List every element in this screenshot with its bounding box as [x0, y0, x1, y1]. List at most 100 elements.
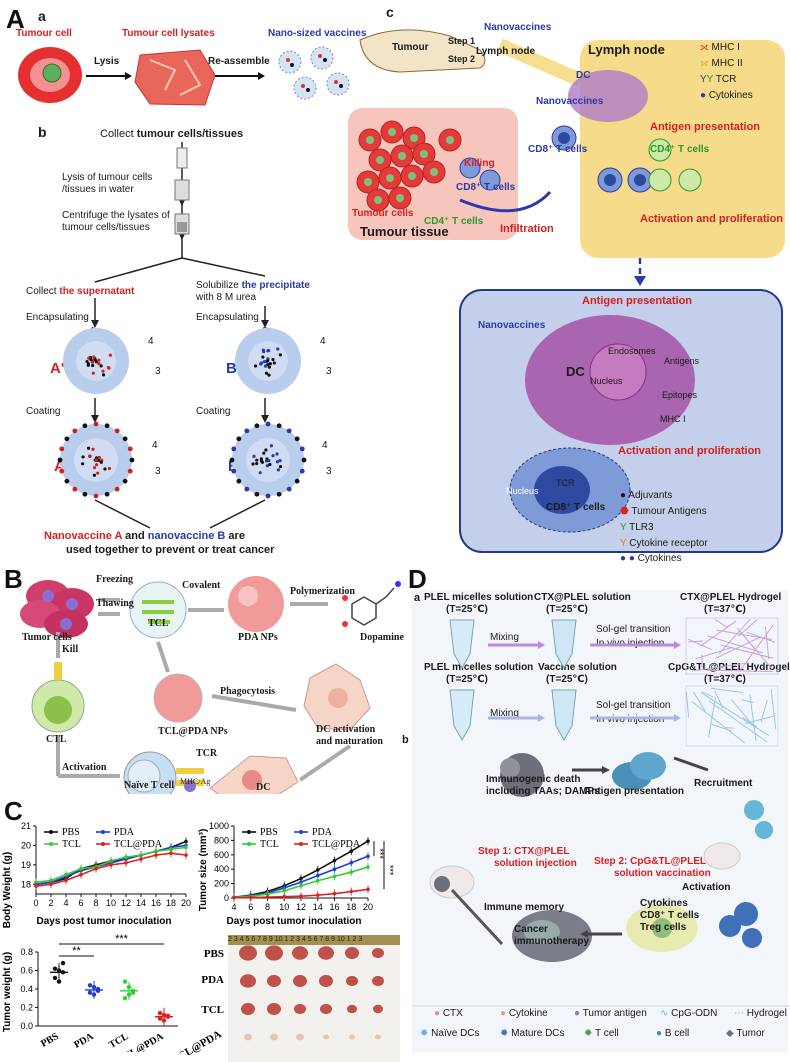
hydrogel-fiber: [771, 689, 776, 729]
inset-legend-cytokines: ● ● Cytokines: [620, 553, 682, 564]
bw-ylabel: Body Weight (g): [2, 852, 13, 928]
coating-dot: [123, 479, 128, 484]
coating-dot: [64, 479, 69, 484]
payload-dot: [255, 459, 258, 462]
legend-label-TCL: TCL: [260, 839, 279, 850]
infiltration-label: Infiltration: [500, 224, 554, 235]
activation-b-label: Activation: [62, 762, 106, 773]
payload-dot: [93, 474, 96, 477]
y-tick-label: 0.0: [20, 1021, 33, 1031]
dc-b-label: DC: [256, 782, 270, 793]
tumour-label: Tumour: [392, 42, 428, 53]
payload-dot: [262, 349, 265, 352]
d-legend-tumor: ◆ Tumor: [726, 1028, 765, 1039]
legend-marker: [299, 830, 303, 834]
x-tick-label: 4: [231, 902, 236, 912]
coating-dot: [128, 446, 133, 451]
payload-dot: [261, 356, 264, 359]
step2-label: Step 2: [448, 54, 475, 65]
payload-dot: [271, 358, 274, 361]
legend-label-TCL@PDA: TCL@PDA: [114, 839, 163, 850]
legend-label-PDA: PDA: [312, 827, 333, 838]
tcl-pda-label: TCL@PDA NPs: [158, 726, 228, 737]
immune-memory-label: Immune memory: [484, 902, 564, 913]
legend-marker: [49, 842, 53, 846]
cancer-l1: Cancer: [514, 924, 548, 935]
legend-marker: [247, 830, 251, 834]
x-tick-label: 6: [248, 902, 253, 912]
coating-dot: [59, 446, 64, 451]
d-legend-b-cell: ● B cell: [656, 1028, 689, 1039]
tumor-specimen: [372, 976, 384, 986]
tumor-specimen: [270, 1034, 278, 1041]
payload-dot: [96, 472, 99, 475]
tumour-cell-nucleus: [430, 168, 438, 176]
d-legend-ctx: ● CTX: [434, 1008, 463, 1019]
recruitment-label: Recruitment: [694, 778, 752, 789]
coating-dot: [115, 487, 120, 492]
coating-dot: [295, 479, 300, 484]
hydrogel-fiber: [711, 688, 743, 692]
immunogenic-l2: including TAAs; DAMPs: [486, 786, 600, 797]
payload-dot: [276, 347, 279, 350]
cd8-d: CD8⁺ T cells: [640, 910, 699, 921]
y-tick-label: 600: [214, 850, 229, 860]
payload-dot: [91, 448, 94, 451]
payload-dot: [275, 452, 278, 455]
payload-dot: [100, 364, 103, 367]
cd8-ln: CD8⁺ T cells: [528, 144, 587, 155]
mouse-step2: [704, 843, 740, 869]
payload-dot: [260, 457, 263, 460]
payload-dot: [92, 372, 95, 375]
inset-legend-receptor: Y Cytokine receptor: [620, 538, 708, 549]
payload-dot: [88, 454, 91, 457]
coating-dot: [287, 487, 292, 492]
x-tick-label: 0: [33, 898, 38, 908]
ctl-label: CTL: [46, 734, 67, 745]
activation-ln: Activation and proliferation: [640, 214, 783, 225]
pda-np: [228, 576, 284, 632]
d-step2-l1: Step 2: CpG&TL@PLEL: [594, 856, 706, 867]
tubes: [175, 148, 189, 234]
payload-dot: [101, 370, 104, 373]
y-tick-label: 800: [214, 835, 229, 845]
payload-dot: [270, 444, 273, 447]
sig-label-pbs-pda: **: [72, 945, 81, 957]
phagocytosis-label: Phagocytosis: [220, 686, 275, 697]
coating-dot: [244, 428, 249, 433]
payload-dot: [100, 461, 103, 464]
tumor-specimen: [296, 1034, 304, 1041]
category-label-PDA: PDA: [72, 1031, 96, 1051]
inset-endosomes: Endosomes: [608, 346, 656, 357]
hydrogel-fiber: [747, 632, 775, 642]
payload-dot: [87, 447, 90, 450]
panel-b-illustration: [0, 568, 410, 794]
payload-dot: [267, 374, 270, 377]
tumour-cell-nucleus: [446, 136, 454, 144]
payload-dot: [107, 367, 110, 370]
payload-dot: [267, 459, 270, 462]
tumor-cells-b: Tumor cells: [22, 632, 72, 643]
x-tick-label: 10: [279, 902, 289, 912]
tw-ylabel: Tumor weight (g): [2, 952, 13, 1032]
inset-nanovaccines: Nanovaccines: [478, 320, 545, 331]
payload-dot: [91, 364, 94, 367]
tumour-cell-nucleus: [386, 174, 394, 182]
tumor-specimen: [293, 975, 307, 987]
payload-dot: [94, 458, 97, 461]
mhc-label: MHC/Ag: [180, 776, 210, 787]
tumor-cells-cluster: [20, 580, 94, 638]
tumor-specimen: [346, 976, 358, 986]
activation-d: Activation: [682, 882, 730, 893]
tumour-cell-nucleus: [410, 134, 418, 142]
legend-marker: [101, 830, 105, 834]
point-PBS: [61, 961, 65, 965]
tumor-specimen: [267, 975, 281, 987]
tumour-tissue-title: Tumour tissue: [360, 224, 449, 239]
legend-tcr: YY TCR: [700, 74, 736, 85]
coating-dot: [115, 428, 120, 433]
x-tick-label: 20: [363, 902, 373, 912]
point-PBS: [53, 966, 57, 970]
